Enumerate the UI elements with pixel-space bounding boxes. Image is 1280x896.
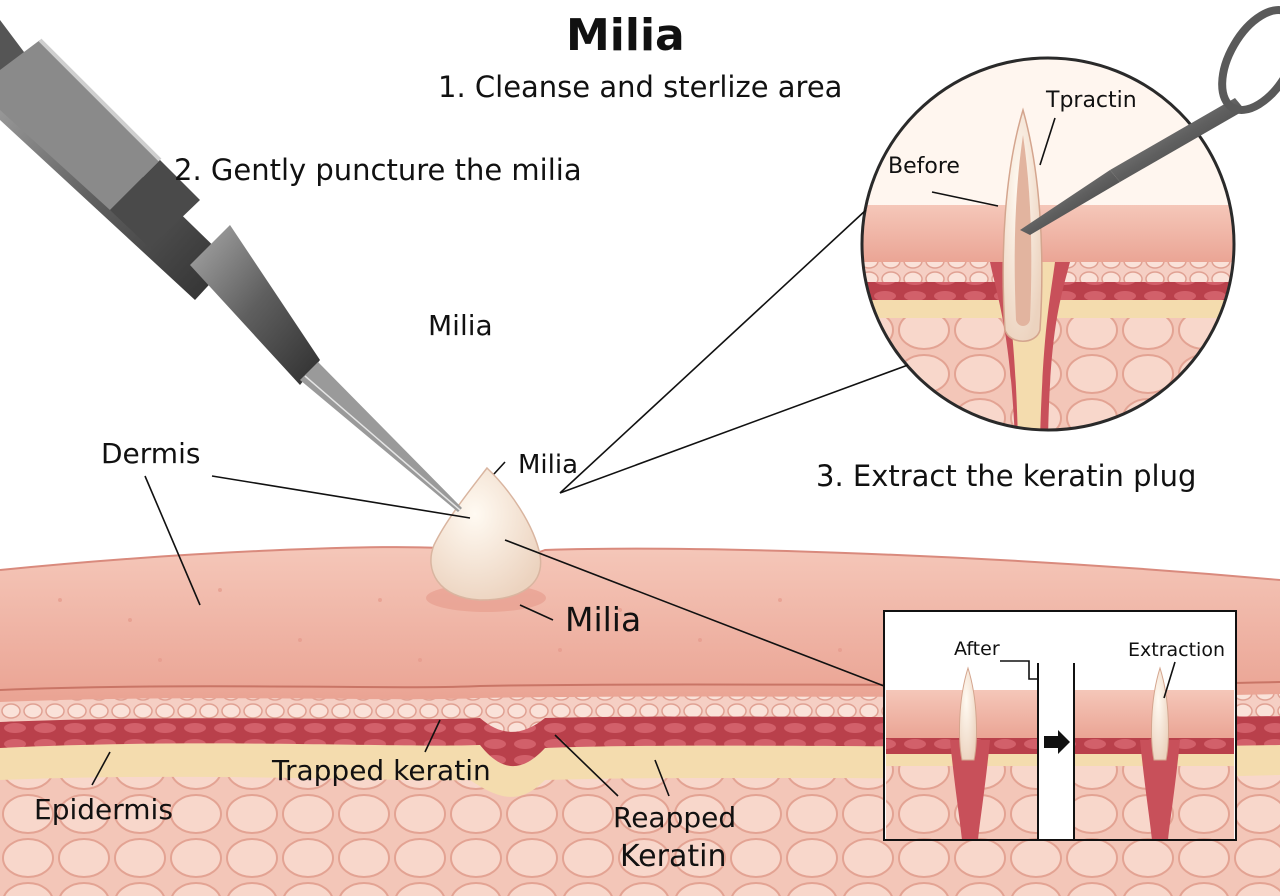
step-3-label: 3. Extract the keratin plug [816, 459, 1197, 493]
dermis-label: Dermis [101, 437, 201, 470]
inset-before-after [883, 610, 1237, 841]
step-1-label: 1. Cleanse and sterlize area [438, 70, 843, 104]
step-2-label: 2. Gently puncture the milia [174, 153, 582, 187]
keratin-label: Keratin [620, 839, 727, 874]
magnifier-tpractin-label: Tpractin [1046, 88, 1137, 113]
magnifier-before-label: Before [888, 154, 960, 179]
milia-label-center: Milia [428, 309, 493, 342]
magnifier-before [860, 56, 1236, 432]
reapped-label: Reapped [613, 801, 737, 834]
arrow-right-icon [1044, 730, 1070, 754]
needle-tool [0, 20, 462, 512]
milia-label-bump: Milia [565, 600, 642, 639]
milia-label-top: Milia [518, 450, 579, 480]
trapped-keratin-label: Trapped keratin [272, 754, 491, 787]
tweezers-tool [1110, 6, 1280, 182]
epidermis-label: Epidermis [34, 793, 173, 826]
inset-extraction-label: Extraction [1128, 639, 1225, 661]
milia-cyst [426, 466, 546, 612]
page-title: Milia [566, 10, 685, 61]
leader-lines [91, 117, 1176, 797]
inset-after-label: After [954, 638, 1000, 660]
